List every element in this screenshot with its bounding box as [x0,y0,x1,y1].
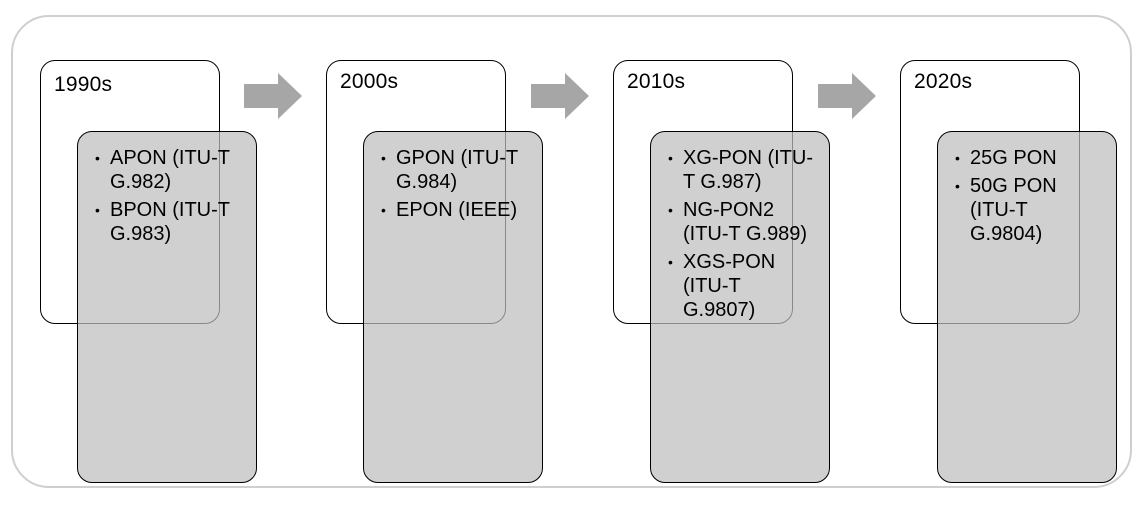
technology-item: • EPON (IEEE) [378,198,528,222]
technology-item: • BPON (ITU-T G.983) [92,198,242,246]
bullet-icon: • [95,202,100,218]
bullet-icon: • [381,202,386,218]
bullet-icon: • [668,202,673,218]
technology-list: • XG-PON (ITU-T G.987) • NG-PON2 (ITU-T … [651,132,829,322]
bullet-icon: • [381,150,386,166]
era-label: 2000s [340,70,399,93]
bullet-icon: • [668,150,673,166]
technology-label: GPON (ITU-T G.984) [396,147,518,193]
technology-label: 50G PON (ITU-T G.9804) [970,175,1057,245]
technology-item: • APON (ITU-T G.982) [92,146,242,194]
stage-2010s: 2010s • XG-PON (ITU-T G.987) • NG-PON2 (… [613,17,913,515]
technology-item: • GPON (ITU-T G.984) [378,146,528,194]
diagram-frame: 1990s • APON (ITU-T G.982) • BPON (ITU-T… [11,15,1132,488]
technology-item: • NG-PON2 (ITU-T G.989) [665,198,815,246]
technology-list: • 25G PON • 50G PON (ITU-T G.9804) [938,132,1116,246]
era-label: 2020s [914,70,973,93]
bullet-icon: • [668,254,673,270]
technology-item: • XG-PON (ITU-T G.987) [665,146,815,194]
technology-label: XGS-PON (ITU-T G.9807) [683,251,776,321]
technology-list: • GPON (ITU-T G.984) • EPON (IEEE) [364,132,542,222]
technology-list: • APON (ITU-T G.982) • BPON (ITU-T G.983… [78,132,256,246]
technology-label: APON (ITU-T G.982) [110,147,230,193]
technology-box: • 25G PON • 50G PON (ITU-T G.9804) [937,131,1117,483]
technology-item: • XGS-PON (ITU-T G.9807) [665,250,815,322]
right-arrow-icon [531,73,589,119]
technology-item: • 50G PON (ITU-T G.9804) [952,174,1102,246]
stage-2020s: 2020s • 25G PON • 50G PON (ITU-T G.9804) [900,17,1141,515]
technology-label: NG-PON2 (ITU-T G.989) [683,199,808,245]
bullet-icon: • [955,178,960,194]
technology-item: • 25G PON [952,146,1102,170]
bullet-icon: • [95,150,100,166]
technology-label: XG-PON (ITU-T G.987) [683,147,813,193]
technology-box: • APON (ITU-T G.982) • BPON (ITU-T G.983… [77,131,257,483]
technology-box: • GPON (ITU-T G.984) • EPON (IEEE) [363,131,543,483]
stage-1990s: 1990s • APON (ITU-T G.982) • BPON (ITU-T… [40,17,340,515]
right-arrow-icon [818,73,876,119]
technology-label: BPON (ITU-T G.983) [110,199,230,245]
technology-label: 25G PON [970,147,1057,169]
era-label: 2010s [627,70,686,93]
technology-label: EPON (IEEE) [396,199,518,221]
bullet-icon: • [955,150,960,166]
stage-2000s: 2000s • GPON (ITU-T G.984) • EPON (IEEE) [326,17,626,515]
era-label: 1990s [54,73,113,96]
right-arrow-icon [244,73,302,119]
technology-box: • XG-PON (ITU-T G.987) • NG-PON2 (ITU-T … [650,131,830,483]
